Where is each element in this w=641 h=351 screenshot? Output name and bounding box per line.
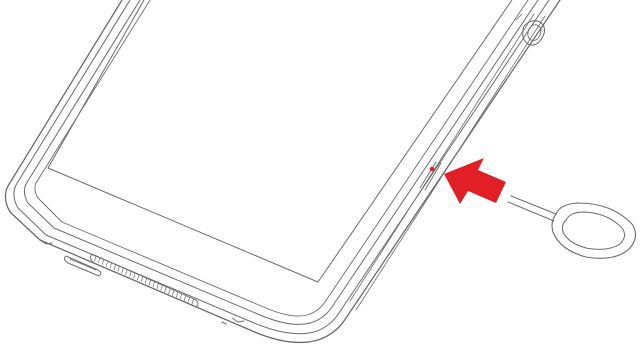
bottom-notch-right — [231, 317, 245, 323]
phone-side-seam-a — [349, 13, 535, 302]
phone-bezel-edge-2 — [23, 0, 539, 325]
phone-outer-edge — [4, 0, 561, 344]
eject-tool-pin — [507, 195, 557, 222]
eject-tool-handle-outer — [551, 202, 637, 259]
microphone-hole — [221, 321, 227, 325]
sim-tray-outline — [419, 161, 442, 191]
power-button — [515, 13, 546, 46]
phone-bezel-edge-1 — [13, 0, 550, 335]
speaker-grille — [89, 253, 199, 308]
phone-side-seam-b — [355, 15, 546, 311]
insert-direction-arrow — [444, 158, 506, 204]
sim-pinhole-marker — [429, 166, 435, 172]
charging-port — [63, 255, 102, 277]
phone-body — [4, 0, 561, 344]
bottom-notch-left — [39, 239, 53, 245]
sim-eject-tool — [507, 195, 637, 259]
phone-bezel-edge-3 — [34, 0, 529, 317]
sim-tray — [419, 161, 442, 191]
eject-tool-handle-inner — [561, 211, 626, 250]
phone-screen — [47, 0, 513, 283]
